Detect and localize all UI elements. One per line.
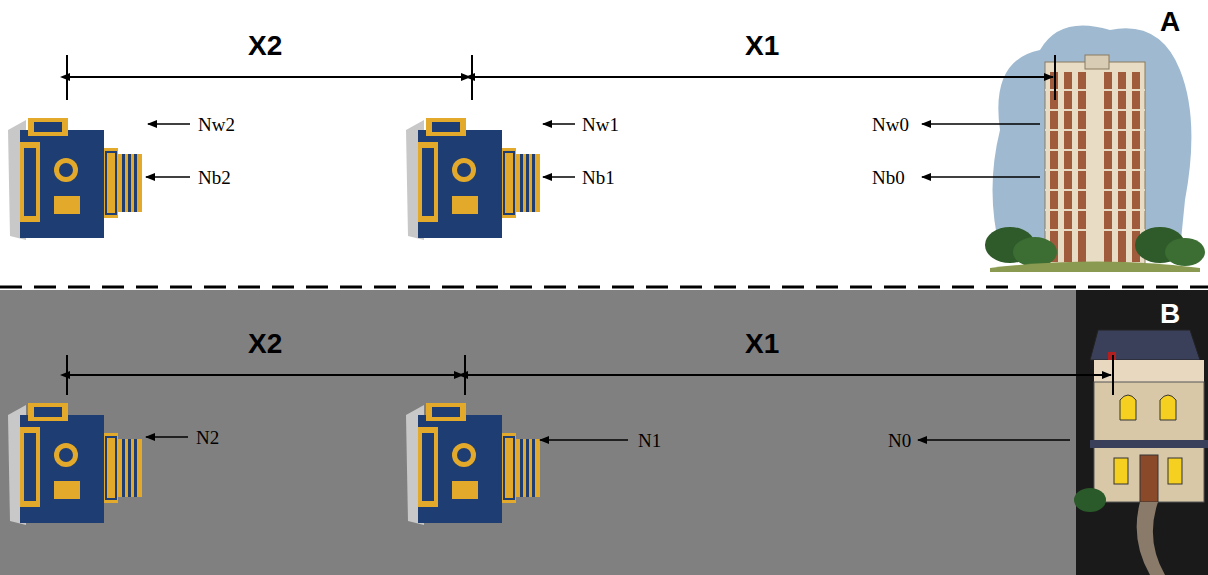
signal-label: Nb1 (582, 168, 615, 187)
signal-label: N1 (638, 431, 661, 450)
signal-label: Nb0 (872, 168, 905, 187)
signal-label: Nb2 (198, 168, 231, 187)
signal-label: Nw2 (198, 115, 235, 134)
signal-label: N2 (196, 428, 219, 447)
dimension-label: X1 (745, 32, 779, 60)
dimension-label: X2 (248, 330, 282, 358)
panel-letter: A (1160, 8, 1180, 36)
dimension-label: X1 (745, 330, 779, 358)
dimension-label: X2 (248, 32, 282, 60)
signal-label: Nw1 (582, 115, 619, 134)
panel-letter: B (1160, 300, 1180, 328)
signal-label: N0 (888, 431, 911, 450)
signal-label: Nw0 (872, 115, 909, 134)
